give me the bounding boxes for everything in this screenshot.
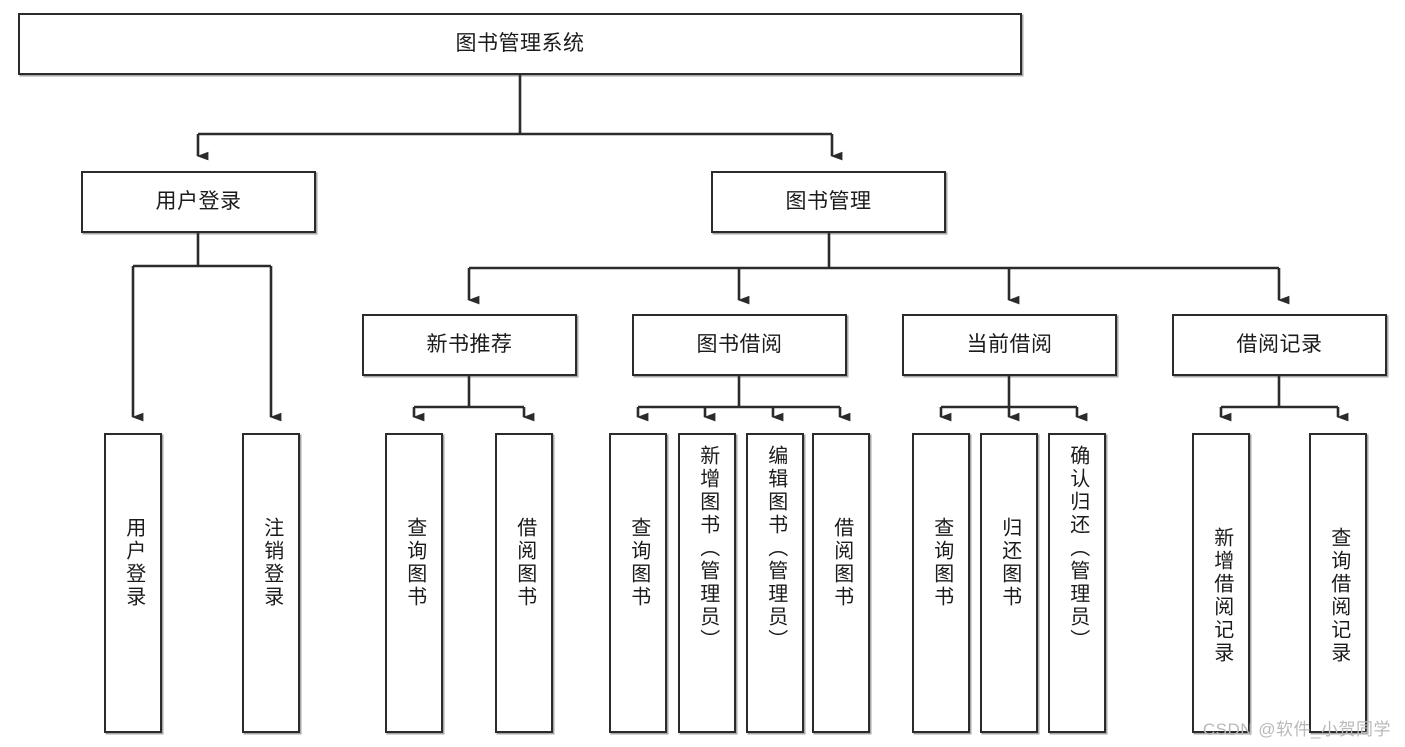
node-new-book-recommend-label: 新书推荐 — [426, 332, 513, 356]
node-book-borrow-label: 图书借阅 — [696, 332, 783, 356]
node-leaf-confirm-return[interactable]: 确认归还（管理员） — [1048, 433, 1106, 733]
node-leaf-query-record-label: 查询借阅记录 — [1327, 527, 1350, 665]
node-leaf-query-record[interactable]: 查询借阅记录 — [1309, 433, 1367, 733]
node-leaf-confirm-return-label: 确认归还（管理员） — [1066, 445, 1089, 652]
node-root[interactable]: 图书管理系统 — [18, 13, 1022, 75]
node-new-book-recommend[interactable]: 新书推荐 — [362, 314, 577, 376]
node-user-login-label: 用户登录 — [155, 189, 242, 213]
node-leaf-query-book-1-label: 查询图书 — [403, 517, 426, 609]
node-leaf-user-login-label: 用户登录 — [122, 517, 145, 609]
node-leaf-borrow-book-1-label: 借阅图书 — [513, 517, 536, 609]
node-leaf-query-book-3[interactable]: 查询图书 — [912, 433, 970, 733]
node-leaf-query-book-2[interactable]: 查询图书 — [609, 433, 667, 733]
node-current-borrow[interactable]: 当前借阅 — [902, 314, 1117, 376]
node-leaf-query-book-3-label: 查询图书 — [930, 517, 953, 609]
node-current-borrow-label: 当前借阅 — [966, 332, 1053, 356]
node-leaf-edit-book-label: 编辑图书（管理员） — [764, 445, 787, 652]
node-leaf-return-book-label: 归还图书 — [998, 517, 1021, 609]
node-leaf-add-record[interactable]: 新增借阅记录 — [1192, 433, 1250, 733]
node-leaf-user-logout-label: 注销登录 — [260, 517, 283, 609]
node-leaf-query-book-1[interactable]: 查询图书 — [385, 433, 443, 733]
node-root-label: 图书管理系统 — [455, 31, 585, 55]
node-leaf-add-record-label: 新增借阅记录 — [1210, 527, 1233, 665]
node-book-borrow[interactable]: 图书借阅 — [632, 314, 847, 376]
node-book-manage[interactable]: 图书管理 — [711, 171, 946, 233]
node-leaf-user-login[interactable]: 用户登录 — [104, 433, 162, 733]
node-leaf-borrow-book-2[interactable]: 借阅图书 — [812, 433, 870, 733]
node-leaf-query-book-2-label: 查询图书 — [627, 517, 650, 609]
node-leaf-add-book[interactable]: 新增图书（管理员） — [678, 433, 736, 733]
node-borrow-record[interactable]: 借阅记录 — [1172, 314, 1387, 376]
node-book-manage-label: 图书管理 — [785, 189, 872, 213]
node-leaf-borrow-book-1[interactable]: 借阅图书 — [495, 433, 553, 733]
node-user-login[interactable]: 用户登录 — [81, 171, 316, 233]
node-leaf-borrow-book-2-label: 借阅图书 — [830, 517, 853, 609]
node-leaf-edit-book[interactable]: 编辑图书（管理员） — [746, 433, 804, 733]
node-leaf-return-book[interactable]: 归还图书 — [980, 433, 1038, 733]
node-borrow-record-label: 借阅记录 — [1236, 332, 1323, 356]
csdn-watermark: CSDN @软件_小贺同学 — [1202, 720, 1391, 739]
node-leaf-add-book-label: 新增图书（管理员） — [696, 445, 719, 652]
node-leaf-user-logout[interactable]: 注销登录 — [242, 433, 300, 733]
